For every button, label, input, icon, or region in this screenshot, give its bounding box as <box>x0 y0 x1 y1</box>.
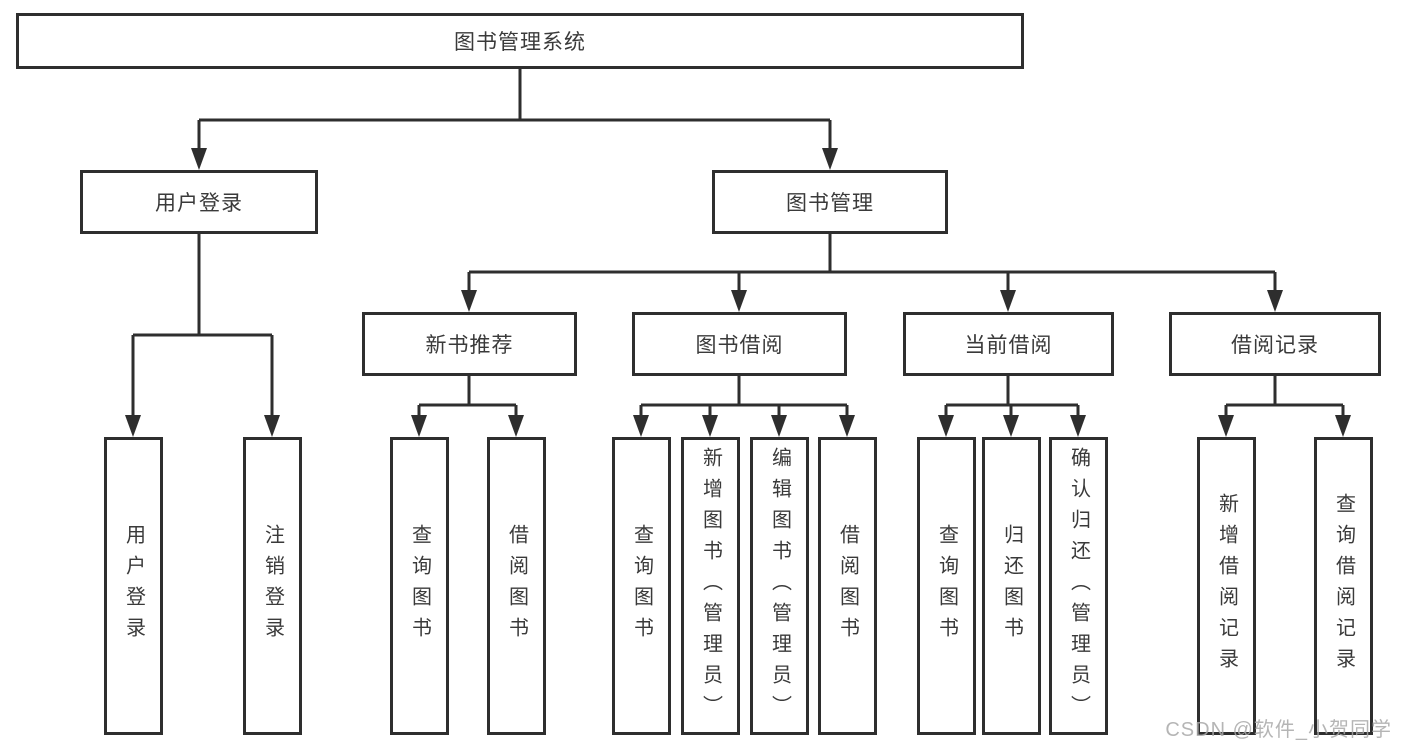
node-current-borrowing: 当前借阅 <box>903 312 1114 376</box>
leaf-user-login-label: 用户登录 <box>122 524 145 648</box>
leaf-br-query-record-label: 查询借阅记录 <box>1332 493 1355 679</box>
connector-book-management-branch <box>461 234 1283 312</box>
connector-root-to-level1 <box>191 69 838 170</box>
leaf-bb-add-book-admin: 新增图书（管理员） <box>681 437 740 735</box>
leaf-nbr-borrow-books: 借阅图书 <box>487 437 546 735</box>
leaf-bb-add-book-admin-label: 新增图书（管理员） <box>699 446 722 726</box>
leaf-br-query-record: 查询借阅记录 <box>1314 437 1373 735</box>
csdn-watermark: CSDN @软件_小贺同学 <box>1165 719 1392 741</box>
connector-user-login-branch <box>125 234 280 437</box>
leaf-bb-borrow-books-label: 借阅图书 <box>836 524 859 648</box>
leaf-cb-query-books-label: 查询图书 <box>935 524 958 648</box>
leaf-cb-query-books: 查询图书 <box>917 437 976 735</box>
leaf-user-login: 用户登录 <box>104 437 163 735</box>
connector-borrow-records-branch <box>1218 376 1351 437</box>
node-book-management: 图书管理 <box>712 170 948 234</box>
leaf-bb-borrow-books: 借阅图书 <box>818 437 877 735</box>
leaf-nbr-query-books-label: 查询图书 <box>408 524 431 648</box>
leaf-br-add-record: 新增借阅记录 <box>1197 437 1256 735</box>
leaf-logout-label: 注销登录 <box>261 524 284 648</box>
connector-book-borrowing-branch <box>633 376 855 437</box>
leaf-cb-return-books: 归还图书 <box>982 437 1041 735</box>
leaf-cb-return-books-label: 归还图书 <box>1000 524 1023 648</box>
node-borrow-records: 借阅记录 <box>1169 312 1381 376</box>
leaf-nbr-query-books: 查询图书 <box>390 437 449 735</box>
leaf-bb-edit-book-admin-label: 编辑图书（管理员） <box>768 446 791 726</box>
node-user-login: 用户登录 <box>80 170 318 234</box>
node-book-borrowing: 图书借阅 <box>632 312 847 376</box>
node-new-book-recommend: 新书推荐 <box>362 312 577 376</box>
leaf-nbr-borrow-books-label: 借阅图书 <box>505 524 528 648</box>
node-root-system: 图书管理系统 <box>16 13 1024 69</box>
connector-current-borrowing-branch <box>938 376 1086 437</box>
leaf-bb-edit-book-admin: 编辑图书（管理员） <box>750 437 809 735</box>
connector-new-book-recommend-branch <box>411 376 524 437</box>
leaf-br-add-record-label: 新增借阅记录 <box>1215 493 1238 679</box>
leaf-cb-confirm-return-admin-label: 确认归还（管理员） <box>1067 446 1090 726</box>
leaf-bb-query-books-label: 查询图书 <box>630 524 653 648</box>
leaf-bb-query-books: 查询图书 <box>612 437 671 735</box>
leaf-cb-confirm-return-admin: 确认归还（管理员） <box>1049 437 1108 735</box>
leaf-logout: 注销登录 <box>243 437 302 735</box>
